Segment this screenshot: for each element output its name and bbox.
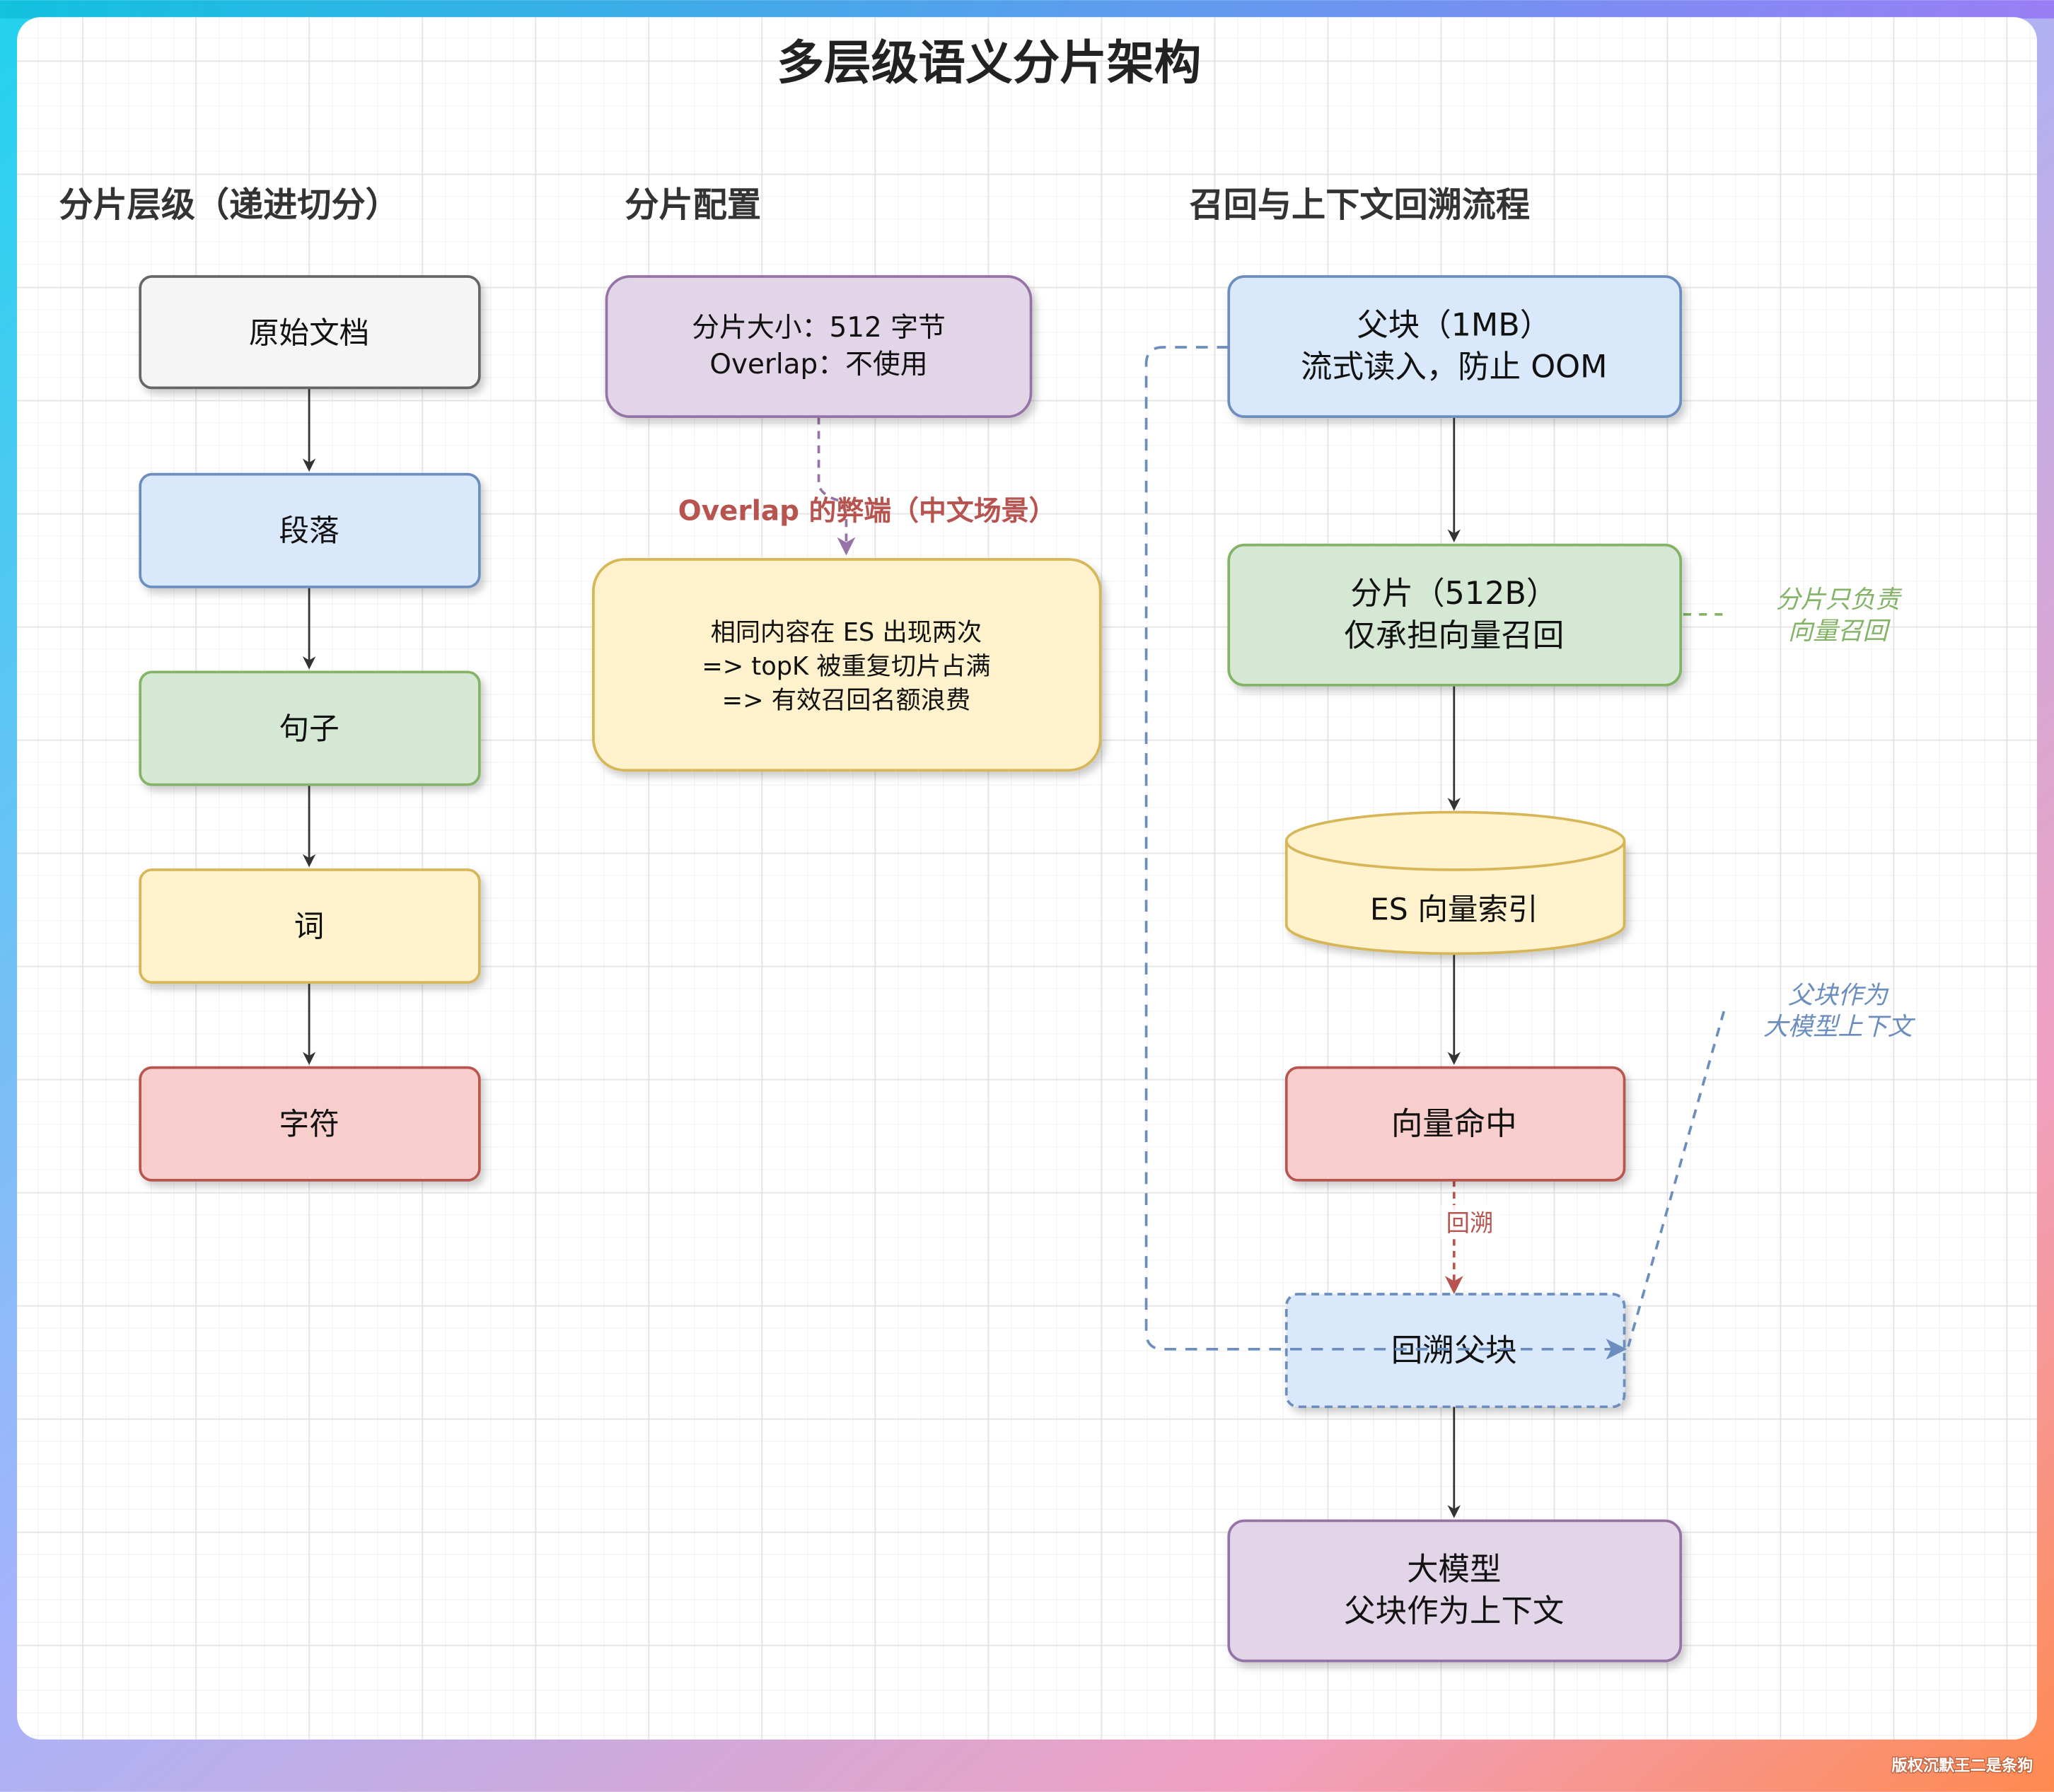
node-label: 原始文档 [249, 315, 369, 351]
node-label: 回溯父块 [1391, 1332, 1517, 1368]
edge-parent-to-backtrack [1144, 346, 1627, 1360]
svg-text:向量召回: 向量召回 [1788, 617, 1891, 646]
node-chunk-config[interactable]: 分片大小：512 字节 Overlap：不使用 [605, 275, 1033, 419]
svg-text:大模型上下文: 大模型上下文 [1763, 1012, 1916, 1041]
node-label: 相同内容在 ES 出现两次 [711, 618, 982, 647]
node-label: 父块（1MB） [1357, 307, 1551, 343]
note-parent-context: 父块作为 大模型上下文 [1763, 981, 1916, 1041]
section-heading-config: 分片配置 [625, 185, 761, 225]
note-connector [1627, 1011, 1726, 1347]
note-chunk: 分片只负责 向量召回 [1775, 586, 1903, 646]
node-label: 分片（512B） [1350, 576, 1557, 612]
page-title: 多层级语义分片架构 [777, 35, 1201, 90]
node-label: 父块作为上下文 [1344, 1593, 1564, 1629]
node-paragraph[interactable]: 段落 [139, 472, 481, 588]
node-backtrack-parent[interactable]: 回溯父块 [1284, 1293, 1626, 1409]
node-character[interactable]: 字符 [139, 1066, 481, 1182]
node-label: => topK 被重复切片占满 [702, 652, 990, 681]
node-label: 向量命中 [1391, 1106, 1517, 1142]
node-parent-chunk[interactable]: 父块（1MB） 流式读入，防止 OOM [1227, 275, 1683, 419]
node-overlap-drawback[interactable]: 相同内容在 ES 出现两次 => topK 被重复切片占满 => 有效召回名额浪… [592, 558, 1102, 772]
node-label: ES 向量索引 [1370, 892, 1538, 927]
node-label: 仅承担向量召回 [1344, 617, 1564, 653]
node-label: Overlap：不使用 [709, 349, 927, 380]
svg-text:分片只负责: 分片只负责 [1775, 586, 1903, 615]
node-label: 流式读入，防止 OOM [1301, 349, 1607, 385]
section-heading-hierarchy: 分片层级（递进切分） [59, 185, 399, 225]
node-label: 大模型 [1407, 1552, 1501, 1588]
node-raw-document[interactable]: 原始文档 [139, 275, 481, 390]
node-label: 段落 [279, 513, 339, 549]
node-label: 句子 [279, 711, 339, 747]
flow-column: 回溯 父块（1MB） 流式读入，防止 OOM 分片（512B） 仅承担向量召回 … [1144, 275, 1916, 1663]
svg-text:父块作为: 父块作为 [1788, 981, 1889, 1010]
section-heading-flow: 召回与上下文回溯流程 [1190, 185, 1530, 225]
edge-label-overlap: Overlap 的弊端（中文场景） [678, 495, 1057, 527]
edge-label-backtrack: 回溯 [1446, 1209, 1494, 1237]
hierarchy-column: 原始文档 段落 句子 词 字符 [139, 275, 481, 1182]
node-word[interactable]: 词 [139, 868, 481, 984]
node-es-vector-index[interactable]: ES 向量索引 [1284, 810, 1626, 955]
node-chunk[interactable]: 分片（512B） 仅承担向量召回 [1227, 543, 1683, 687]
node-llm[interactable]: 大模型 父块作为上下文 [1227, 1519, 1683, 1663]
watermark: 版权沉默王二是条狗 [1891, 1756, 2033, 1775]
node-label: 词 [294, 909, 325, 944]
node-label: 分片大小：512 字节 [692, 312, 946, 344]
node-sentence[interactable]: 句子 [139, 670, 481, 786]
config-column: 分片大小：512 字节 Overlap：不使用 Overlap 的弊端（中文场景… [592, 275, 1102, 772]
node-label: => 有效召回名额浪费 [722, 686, 971, 715]
node-label: 字符 [279, 1107, 339, 1142]
node-vector-hit[interactable]: 向量命中 [1284, 1066, 1626, 1182]
